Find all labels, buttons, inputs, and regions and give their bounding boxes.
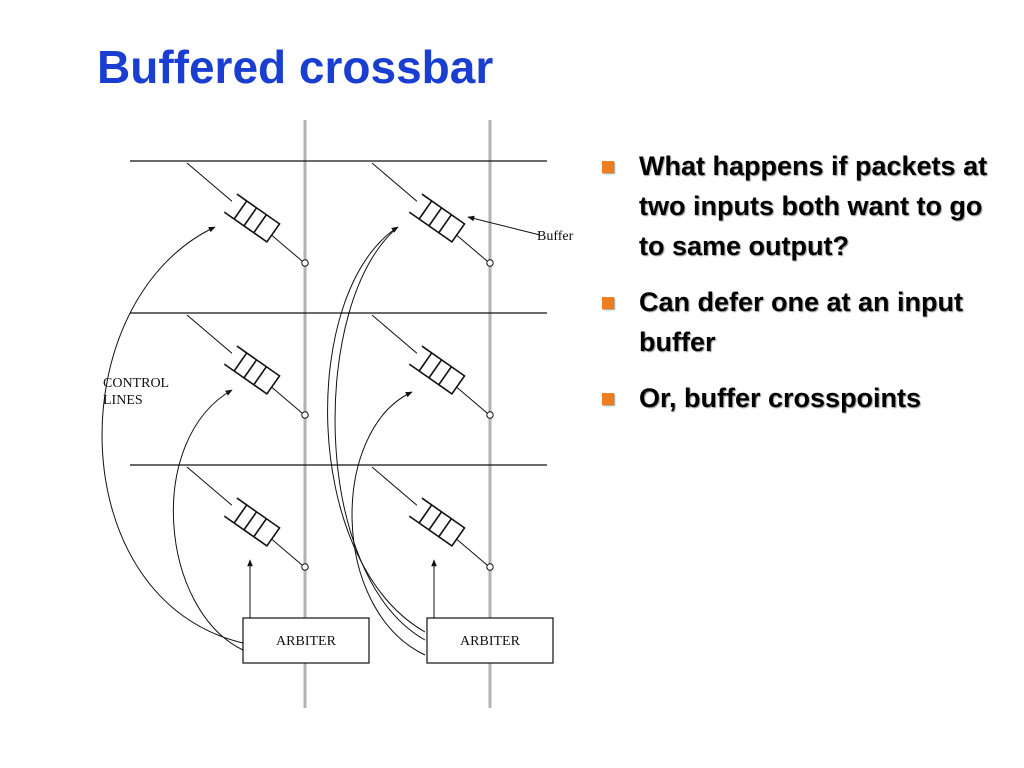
crosspoint-buffer-r1-c1 [186, 162, 309, 267]
square-bullet-icon [602, 161, 614, 173]
crosspoint-buffer-r2-c2 [371, 314, 494, 419]
arbiter-2: ARBITER [426, 617, 554, 664]
arbiter-1: ARBITER [242, 617, 370, 664]
square-bullet-icon [602, 297, 614, 309]
bullet-list: What happens if packets at two inputs bo… [598, 146, 998, 434]
square-bullet-icon [602, 393, 614, 405]
control-lines-label-line2: LINES [103, 393, 143, 408]
crosspoint-buffer-r1-c2 [371, 162, 494, 267]
bullet-item: Or, buffer crosspoints [598, 378, 998, 418]
bullet-text: Or, buffer crosspoints [639, 383, 922, 413]
buffer-pointer [467, 215, 541, 236]
control-line-a1-row1 [101, 226, 244, 644]
bullet-item: Can defer one at an input buffer [598, 282, 998, 362]
crosspoint-buffer-r3-c1 [186, 466, 309, 571]
buffer-label: Buffer [537, 229, 574, 244]
control-line-a2-row1b [334, 226, 426, 641]
control-lines-label-line1: CONTROL [103, 376, 169, 391]
crosspoint-buffer-r2-c1 [186, 314, 309, 419]
bullet-text: Can defer one at an input buffer [639, 287, 964, 357]
bullet-item: What happens if packets at two inputs bo… [598, 146, 998, 266]
buffered-crossbar-diagram: Buffer CONTROL LINES ARBITER ARBITER [101, 120, 574, 708]
crosspoint-buffers [186, 162, 494, 571]
control-line-a1-row2 [172, 389, 244, 651]
arbiter-2-label: ARBITER [460, 634, 521, 649]
slide-title: Buffered crossbar [97, 41, 494, 93]
control-line-a2-row1 [327, 226, 426, 633]
arbiter-1-label: ARBITER [276, 634, 337, 649]
crosspoint-buffer-r3-c2 [371, 466, 494, 571]
control-line-a2-row2 [351, 391, 426, 656]
bullet-text: What happens if packets at two inputs bo… [639, 151, 988, 261]
